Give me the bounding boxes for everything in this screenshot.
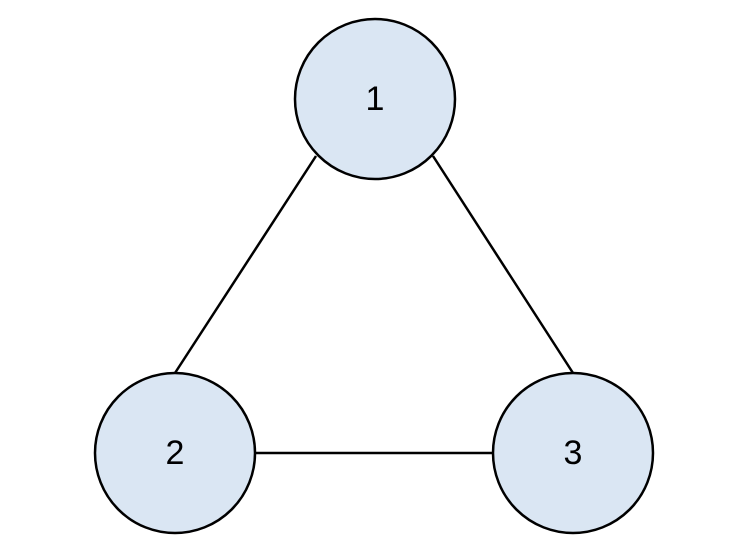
edge-1-2 [173, 155, 318, 374]
node-1: 1 [293, 17, 457, 181]
node-2-circle [93, 371, 257, 535]
node-1-label: 1 [366, 80, 385, 118]
node-3-circle [491, 371, 655, 535]
edges [173, 155, 575, 455]
node-3: 3 [491, 371, 655, 535]
nodes: 1 2 3 [93, 17, 655, 535]
node-2: 2 [93, 371, 257, 535]
edge-1-3 [431, 155, 575, 374]
node-1-circle [293, 17, 457, 181]
node-2-label: 2 [166, 434, 185, 472]
node-3-label: 3 [564, 434, 583, 472]
